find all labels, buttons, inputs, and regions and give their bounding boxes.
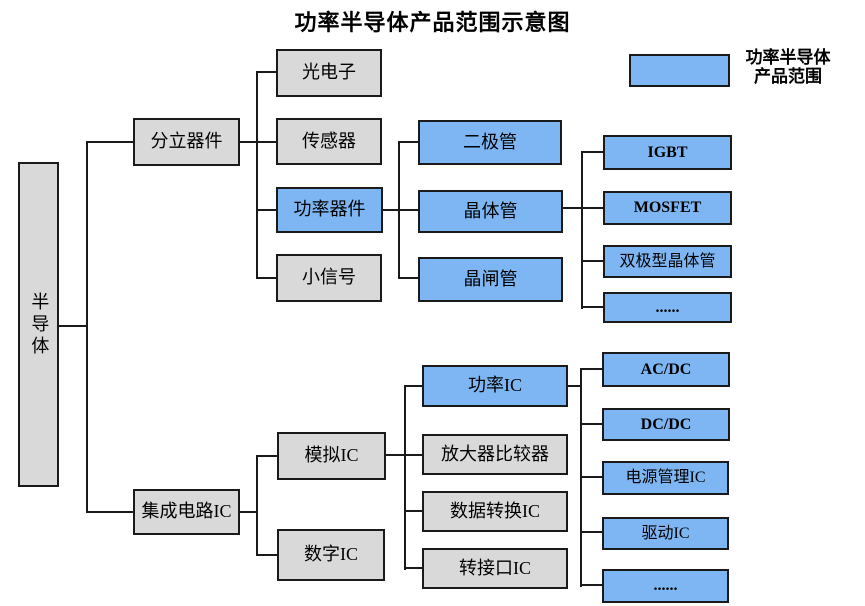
- connector-to-poweric-more: [580, 584, 602, 586]
- node-power-mgmt-ic: 电源管理IC: [602, 461, 729, 495]
- node-thyristor: 晶闸管: [418, 257, 563, 302]
- connector-root-stub: [59, 325, 88, 327]
- node-power-device: 功率器件: [276, 187, 383, 233]
- connector-to-discrete-devices: [86, 141, 133, 143]
- connector-to-digital-ic: [256, 554, 277, 556]
- node-discrete-devices: 分立器件: [133, 118, 240, 166]
- node-interface-ic: 转接口IC: [422, 548, 568, 589]
- connector-discrete-children-vertical: [256, 71, 258, 279]
- connector-powerdevice-to-transistor: [383, 209, 418, 211]
- connector-to-power-ic: [404, 385, 422, 387]
- connector-to-thyristor: [398, 277, 420, 279]
- connector-ic-children-vertical: [256, 455, 258, 556]
- connector-discrete-to-sensor: [240, 141, 277, 143]
- connector-to-interface-ic: [404, 567, 422, 569]
- connector-to-driver-ic: [580, 531, 602, 533]
- connector-to-transistor-more: [581, 306, 603, 308]
- legend-label-line1: 功率半导体: [745, 48, 831, 67]
- node-diode: 二极管: [418, 120, 562, 165]
- connector-to-integrated-circuit: [86, 511, 133, 513]
- connector-to-acdc: [580, 368, 602, 370]
- connector-to-igbt: [581, 151, 603, 153]
- node-amp-comparator: 放大器比较器: [422, 434, 568, 475]
- node-optoelectronics: 光电子: [276, 49, 382, 97]
- connector-transistor-children-vertical: [581, 151, 583, 309]
- connector-analog-children-vertical: [404, 385, 406, 570]
- node-power-ic-more: ......: [602, 569, 729, 603]
- node-power-ic: 功率IC: [422, 365, 568, 407]
- connector-to-small-signal: [256, 277, 276, 279]
- node-analog-ic: 模拟IC: [277, 432, 386, 480]
- connector-ic-stub: [240, 511, 258, 513]
- connector-transistor-to-mosfet: [563, 207, 603, 209]
- node-driver-ic: 驱动IC: [602, 517, 729, 550]
- connector-to-dcdc: [580, 423, 602, 425]
- node-transistor-more: ......: [603, 292, 732, 323]
- node-transistor: 晶体管: [418, 190, 563, 233]
- node-bipolar-transistor: 双极型晶体管: [603, 245, 732, 278]
- page-title: 功率半导体产品范围示意图: [294, 10, 571, 35]
- node-digital-ic: 数字IC: [277, 529, 385, 581]
- node-data-conversion-ic: 数据转换IC: [422, 491, 568, 532]
- node-semiconductor: 半导体: [18, 162, 59, 487]
- connector-poweric-stub: [568, 385, 582, 387]
- legend-label: 功率半导体 产品范围: [734, 48, 842, 86]
- connector-to-diode: [398, 141, 420, 143]
- connector-to-analog-ic: [256, 455, 277, 457]
- connector-to-power-device: [256, 209, 276, 211]
- node-sensor: 传感器: [276, 118, 382, 165]
- node-igbt: IGBT: [603, 135, 732, 170]
- node-dcdc: DC/DC: [602, 408, 730, 441]
- node-mosfet: MOSFET: [603, 191, 732, 225]
- connector-powerdevice-children-vertical: [398, 141, 400, 279]
- connector-to-data-conversion: [404, 510, 422, 512]
- connector-to-power-mgmt-ic: [580, 476, 602, 478]
- connector-to-optoelectronics: [256, 71, 276, 73]
- legend-highlight-swatch: [629, 54, 730, 87]
- connector-to-bipolar: [581, 260, 603, 262]
- legend-label-line2: 产品范围: [754, 67, 822, 86]
- node-small-signal: 小信号: [276, 254, 382, 302]
- node-integrated-circuit: 集成电路IC: [133, 489, 240, 535]
- connector-trunk-vertical: [86, 141, 88, 513]
- node-acdc: AC/DC: [602, 352, 730, 387]
